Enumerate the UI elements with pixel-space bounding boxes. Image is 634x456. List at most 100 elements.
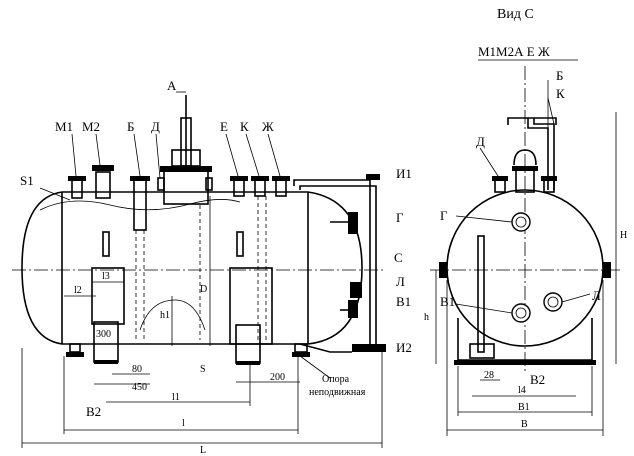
overflow-pipe-i1 <box>293 179 371 350</box>
dim-label-l3: l3 <box>102 271 110 282</box>
label-i2: И2 <box>396 340 412 355</box>
nozzle-e <box>230 176 248 197</box>
flange-v1 <box>348 300 358 318</box>
manhole-a <box>160 95 212 340</box>
dim-label-side-B1: B1 <box>518 402 530 413</box>
side-flange-left <box>439 262 447 278</box>
label-k: К <box>240 119 249 134</box>
nozzle-l-end <box>543 292 563 312</box>
dim-label-side-l4: l4 <box>518 385 526 396</box>
side-base-plate <box>454 360 596 365</box>
side-view: Вид С М1М2А Е Ж <box>424 7 627 436</box>
overflow-pipe-i1-b <box>299 185 377 350</box>
leader-m1 <box>71 133 77 177</box>
internal-partition <box>139 299 206 331</box>
flange-g <box>348 212 358 234</box>
nozzle-k <box>251 176 269 340</box>
top-nozzle-left <box>494 179 506 193</box>
label-i1: И1 <box>396 166 412 181</box>
leader-side-d <box>479 147 499 177</box>
label-zh: Ж <box>262 119 274 134</box>
label-m2: М2 <box>82 119 100 134</box>
flange-i1 <box>366 174 380 180</box>
dim-label-450: 450 <box>132 382 147 393</box>
drain-pipe <box>299 343 352 353</box>
nozzle-g-end-inner <box>515 216 527 228</box>
leader-zh <box>267 133 281 177</box>
leader-side-g <box>455 215 513 223</box>
vessel-shell <box>21 191 363 345</box>
leader-side-l <box>561 293 591 303</box>
sump-300 <box>93 321 119 363</box>
dim-label-D: D <box>200 284 207 295</box>
dim-label-h1: h1 <box>160 310 170 321</box>
top-t-pipe <box>507 117 557 125</box>
flange-i2 <box>352 344 386 352</box>
nozzle-m1 <box>68 176 86 199</box>
nozzle-v1-end <box>511 303 531 323</box>
nozzle-m2 <box>92 165 114 199</box>
leader-m2 <box>95 133 101 166</box>
label-m1: М1 <box>55 119 73 134</box>
dim-label-side-B: B <box>521 419 528 430</box>
leader-e <box>225 133 239 177</box>
dim-label-side-28: 28 <box>484 370 494 381</box>
dim-label-200: 200 <box>270 372 285 383</box>
label-b: Б <box>127 119 134 134</box>
dim-label-side-h: h <box>424 312 429 323</box>
label-e: Е <box>220 119 228 134</box>
side-label-d: Д <box>476 134 485 149</box>
front-view: А М1 М2 Б Д Е К Ж S1 И1 Г С Л В1 И2 В2 l… <box>12 78 412 456</box>
nozzle-v1-end-inner <box>515 307 527 319</box>
label-s1: S1 <box>20 173 34 188</box>
leader-k <box>245 133 260 177</box>
drain-box-base <box>236 361 260 365</box>
top-pipe-d <box>513 149 537 166</box>
top-nozzle-right <box>543 179 555 193</box>
leader-side-v1 <box>455 303 513 314</box>
label-v2: В2 <box>86 404 101 419</box>
support-label-1: Опора <box>322 374 350 385</box>
level-gauge <box>477 235 485 353</box>
nozzle-d-small <box>157 177 165 191</box>
sump-base <box>94 360 118 364</box>
nozzle-l-end-inner <box>547 296 559 308</box>
top-flange-mid <box>512 166 538 171</box>
side-label-k: К <box>556 86 565 101</box>
sump-right <box>229 267 273 345</box>
side-label-b: Б <box>556 68 563 83</box>
sight-slot-right <box>236 231 244 257</box>
top-flange-right <box>541 176 557 181</box>
side-label-top-group: М1М2А Е Ж <box>478 44 550 59</box>
leader-b <box>133 133 141 177</box>
dim-label-L: L <box>200 445 206 456</box>
side-label-v1: В1 <box>440 294 455 309</box>
support-leader <box>299 355 331 379</box>
top-pipe-b2 <box>533 118 555 190</box>
top-pipe-b <box>527 118 549 190</box>
label-c: С <box>394 250 403 265</box>
leader-s1 <box>39 187 71 201</box>
side-flange-right <box>603 262 611 278</box>
dim-label-l1: l1 <box>172 392 180 403</box>
dim-label-side-H: H <box>620 230 627 241</box>
nozzle-a-side <box>205 177 213 191</box>
support-left <box>66 343 84 357</box>
nozzle-zh <box>272 176 290 197</box>
label-a: А <box>167 78 177 93</box>
nozzle-g-end <box>511 212 531 232</box>
support-fixed <box>292 343 310 357</box>
dim-label-S: S <box>200 364 206 375</box>
view-title: Вид С <box>497 7 534 22</box>
label-v1: В1 <box>396 294 411 309</box>
leader-side-k <box>547 97 555 125</box>
side-label-v2: В2 <box>530 372 545 387</box>
label-d: Д <box>151 119 160 134</box>
dim-label-80: 80 <box>132 364 142 375</box>
leader-d <box>155 133 161 179</box>
nozzle-b <box>130 176 150 340</box>
dim-label-300: 300 <box>96 329 111 340</box>
drain-valve <box>469 343 495 359</box>
dim-label-l2: l2 <box>74 285 82 296</box>
